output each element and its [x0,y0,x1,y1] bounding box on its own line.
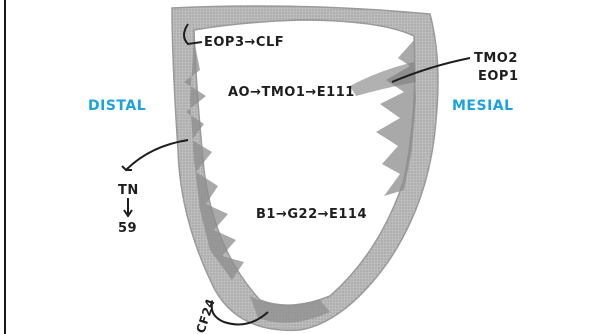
right-tag-line1: TMO2 [474,51,518,66]
mesial-label: MESIAL [452,98,514,114]
top-sequence-label: EOP3→CLF [204,35,284,50]
middle-sequence-label: B1→G22→E114 [256,207,367,222]
left-tag-top: TN [118,183,139,198]
left-tag-bottom: 59 [118,221,137,236]
arrow-tn-to-59 [124,198,132,216]
upper-sequence-label: AO→TMO1→E111 [228,85,355,100]
right-tag-line2: EOP1 [478,69,519,84]
distal-label: DISTAL [88,98,146,114]
